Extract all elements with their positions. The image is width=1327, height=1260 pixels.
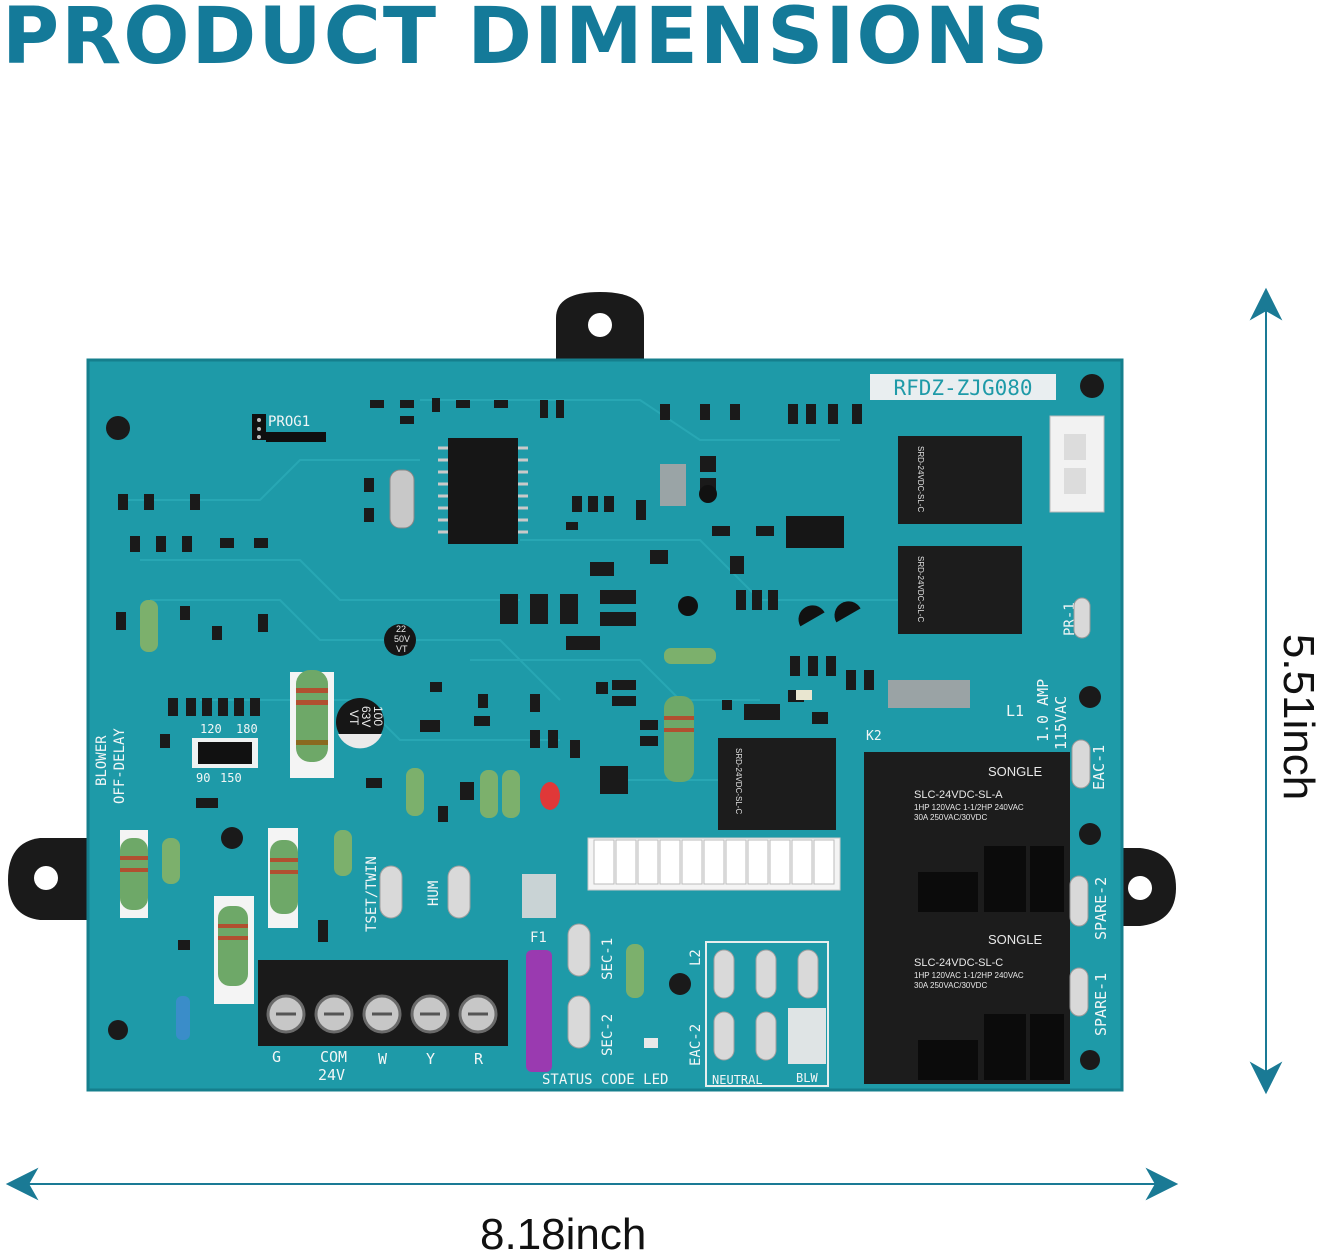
terminal-24v: 24V	[318, 1066, 345, 1084]
svg-text:SRD-24VDC-SL-C: SRD-24VDC-SL-C	[916, 446, 925, 512]
svg-text:SPARE-2: SPARE-2	[1092, 877, 1110, 940]
relay-k1: SRD-24VDC-SL-C	[898, 546, 1022, 634]
power-resistors	[120, 600, 716, 1040]
svg-text:VT: VT	[396, 644, 408, 654]
transistors	[678, 485, 861, 627]
svg-text:SPARE-1: SPARE-1	[1092, 973, 1110, 1036]
svg-text:EAC-1: EAC-1	[1090, 745, 1108, 790]
terminal-com: COM	[320, 1048, 347, 1066]
svg-text:50V: 50V	[394, 634, 410, 644]
svg-text:SEC-1: SEC-1	[600, 938, 616, 980]
svg-text:63V: 63V	[359, 706, 373, 727]
svg-text:SRD-24VDC-SL-C: SRD-24VDC-SL-C	[734, 748, 743, 814]
relay-k3: SRD-24VDC-SL-C	[718, 738, 836, 830]
svg-text:SRD-24VDC-SL-C: SRD-24VDC-SL-C	[916, 556, 925, 622]
svg-text:BLW: BLW	[796, 1071, 818, 1085]
mounting-tab-top	[556, 292, 644, 365]
mounting-tab-left	[8, 838, 96, 920]
prog-label: PROG1	[268, 414, 310, 430]
fuse-holder	[522, 874, 556, 918]
svg-text:TSET/TWIN: TSET/TWIN	[364, 856, 380, 932]
terminal-block	[258, 960, 508, 1046]
model-number: RFDZ-ZJG080	[893, 376, 1032, 400]
terminal-g: G	[272, 1048, 281, 1066]
off-delay-label: OFF-DELAY	[112, 728, 128, 804]
svg-text:180: 180	[236, 722, 258, 736]
svg-text:115VAC: 115VAC	[1052, 696, 1070, 750]
capacitor-c11	[888, 680, 970, 708]
svg-text:NEUTRAL: NEUTRAL	[712, 1073, 763, 1087]
terminal-r: R	[474, 1050, 484, 1068]
fuse	[526, 950, 552, 1072]
height-dimension-arrow	[1249, 287, 1283, 1095]
svg-text:30A 250VAC/30VDC: 30A 250VAC/30VDC	[914, 813, 987, 822]
blower-label: BLOWER	[94, 735, 110, 786]
height-label: 5.51inch	[1274, 633, 1323, 801]
width-dimension-arrow	[5, 1167, 1179, 1201]
white-pin-header	[587, 837, 841, 891]
svg-text:SEC-2: SEC-2	[600, 1014, 616, 1056]
svg-text:L1: L1	[1006, 702, 1024, 720]
width-label: 8.18inch	[480, 1210, 647, 1259]
svg-text:SLC-24VDC-SL-C: SLC-24VDC-SL-C	[914, 957, 1003, 969]
spade-terminals-mid	[379, 865, 819, 1061]
fuse-label: F1	[530, 930, 547, 946]
red-led	[540, 782, 560, 810]
relay-slc-a: SONGLE SLC-24VDC-SL-A 1HP 120VAC 1-1/2HP…	[864, 752, 1070, 918]
crystal-oscillator	[389, 469, 415, 529]
logic-chip	[786, 516, 844, 548]
svg-text:SONGLE: SONGLE	[988, 764, 1043, 779]
svg-text:HUM: HUM	[426, 881, 442, 906]
status-led-label: STATUS CODE LED	[542, 1072, 668, 1088]
svg-text:L2: L2	[688, 949, 704, 966]
svg-text:K2: K2	[866, 729, 882, 744]
svg-text:100: 100	[371, 706, 385, 726]
capacitor-22uf: 22 50V VT	[384, 624, 416, 656]
svg-text:22: 22	[396, 624, 406, 634]
svg-text:90: 90	[196, 771, 210, 785]
svg-text:1HP 120VAC 1-1/2HP 240VAC: 1HP 120VAC 1-1/2HP 240VAC	[914, 803, 1024, 812]
svg-text:1HP 120VAC 1-1/2HP 240VAC: 1HP 120VAC 1-1/2HP 240VAC	[914, 971, 1024, 980]
svg-text:VT: VT	[347, 710, 361, 726]
terminal-y: Y	[426, 1050, 435, 1068]
mounting-tab-right	[1108, 848, 1176, 926]
terminal-w: W	[378, 1050, 388, 1068]
microcontroller-chip	[438, 438, 528, 544]
spade-terminals-right	[1069, 597, 1091, 1017]
svg-text:1.0 AMP: 1.0 AMP	[1034, 679, 1052, 742]
svg-text:SLC-24VDC-SL-A: SLC-24VDC-SL-A	[914, 789, 1003, 801]
svg-text:SONGLE: SONGLE	[988, 932, 1043, 947]
smd-components	[116, 398, 874, 1048]
capacitor-100uf: 100 63V VT	[336, 698, 385, 749]
page-title: PRODUCT DIMENSIONS	[2, 0, 1051, 82]
mounting-dots	[106, 374, 1104, 1070]
svg-text:120: 120	[200, 722, 222, 736]
relay-slc-c: SONGLE SLC-24VDC-SL-C 1HP 120VAC 1-1/2HP…	[864, 918, 1070, 1084]
svg-text:150: 150	[220, 771, 242, 785]
svg-text:30A 250VAC/30VDC: 30A 250VAC/30VDC	[914, 981, 987, 990]
svg-text:EAC-2: EAC-2	[688, 1024, 704, 1066]
relay-k4: SRD-24VDC-SL-C	[898, 436, 1022, 524]
power-connector	[1049, 415, 1105, 513]
